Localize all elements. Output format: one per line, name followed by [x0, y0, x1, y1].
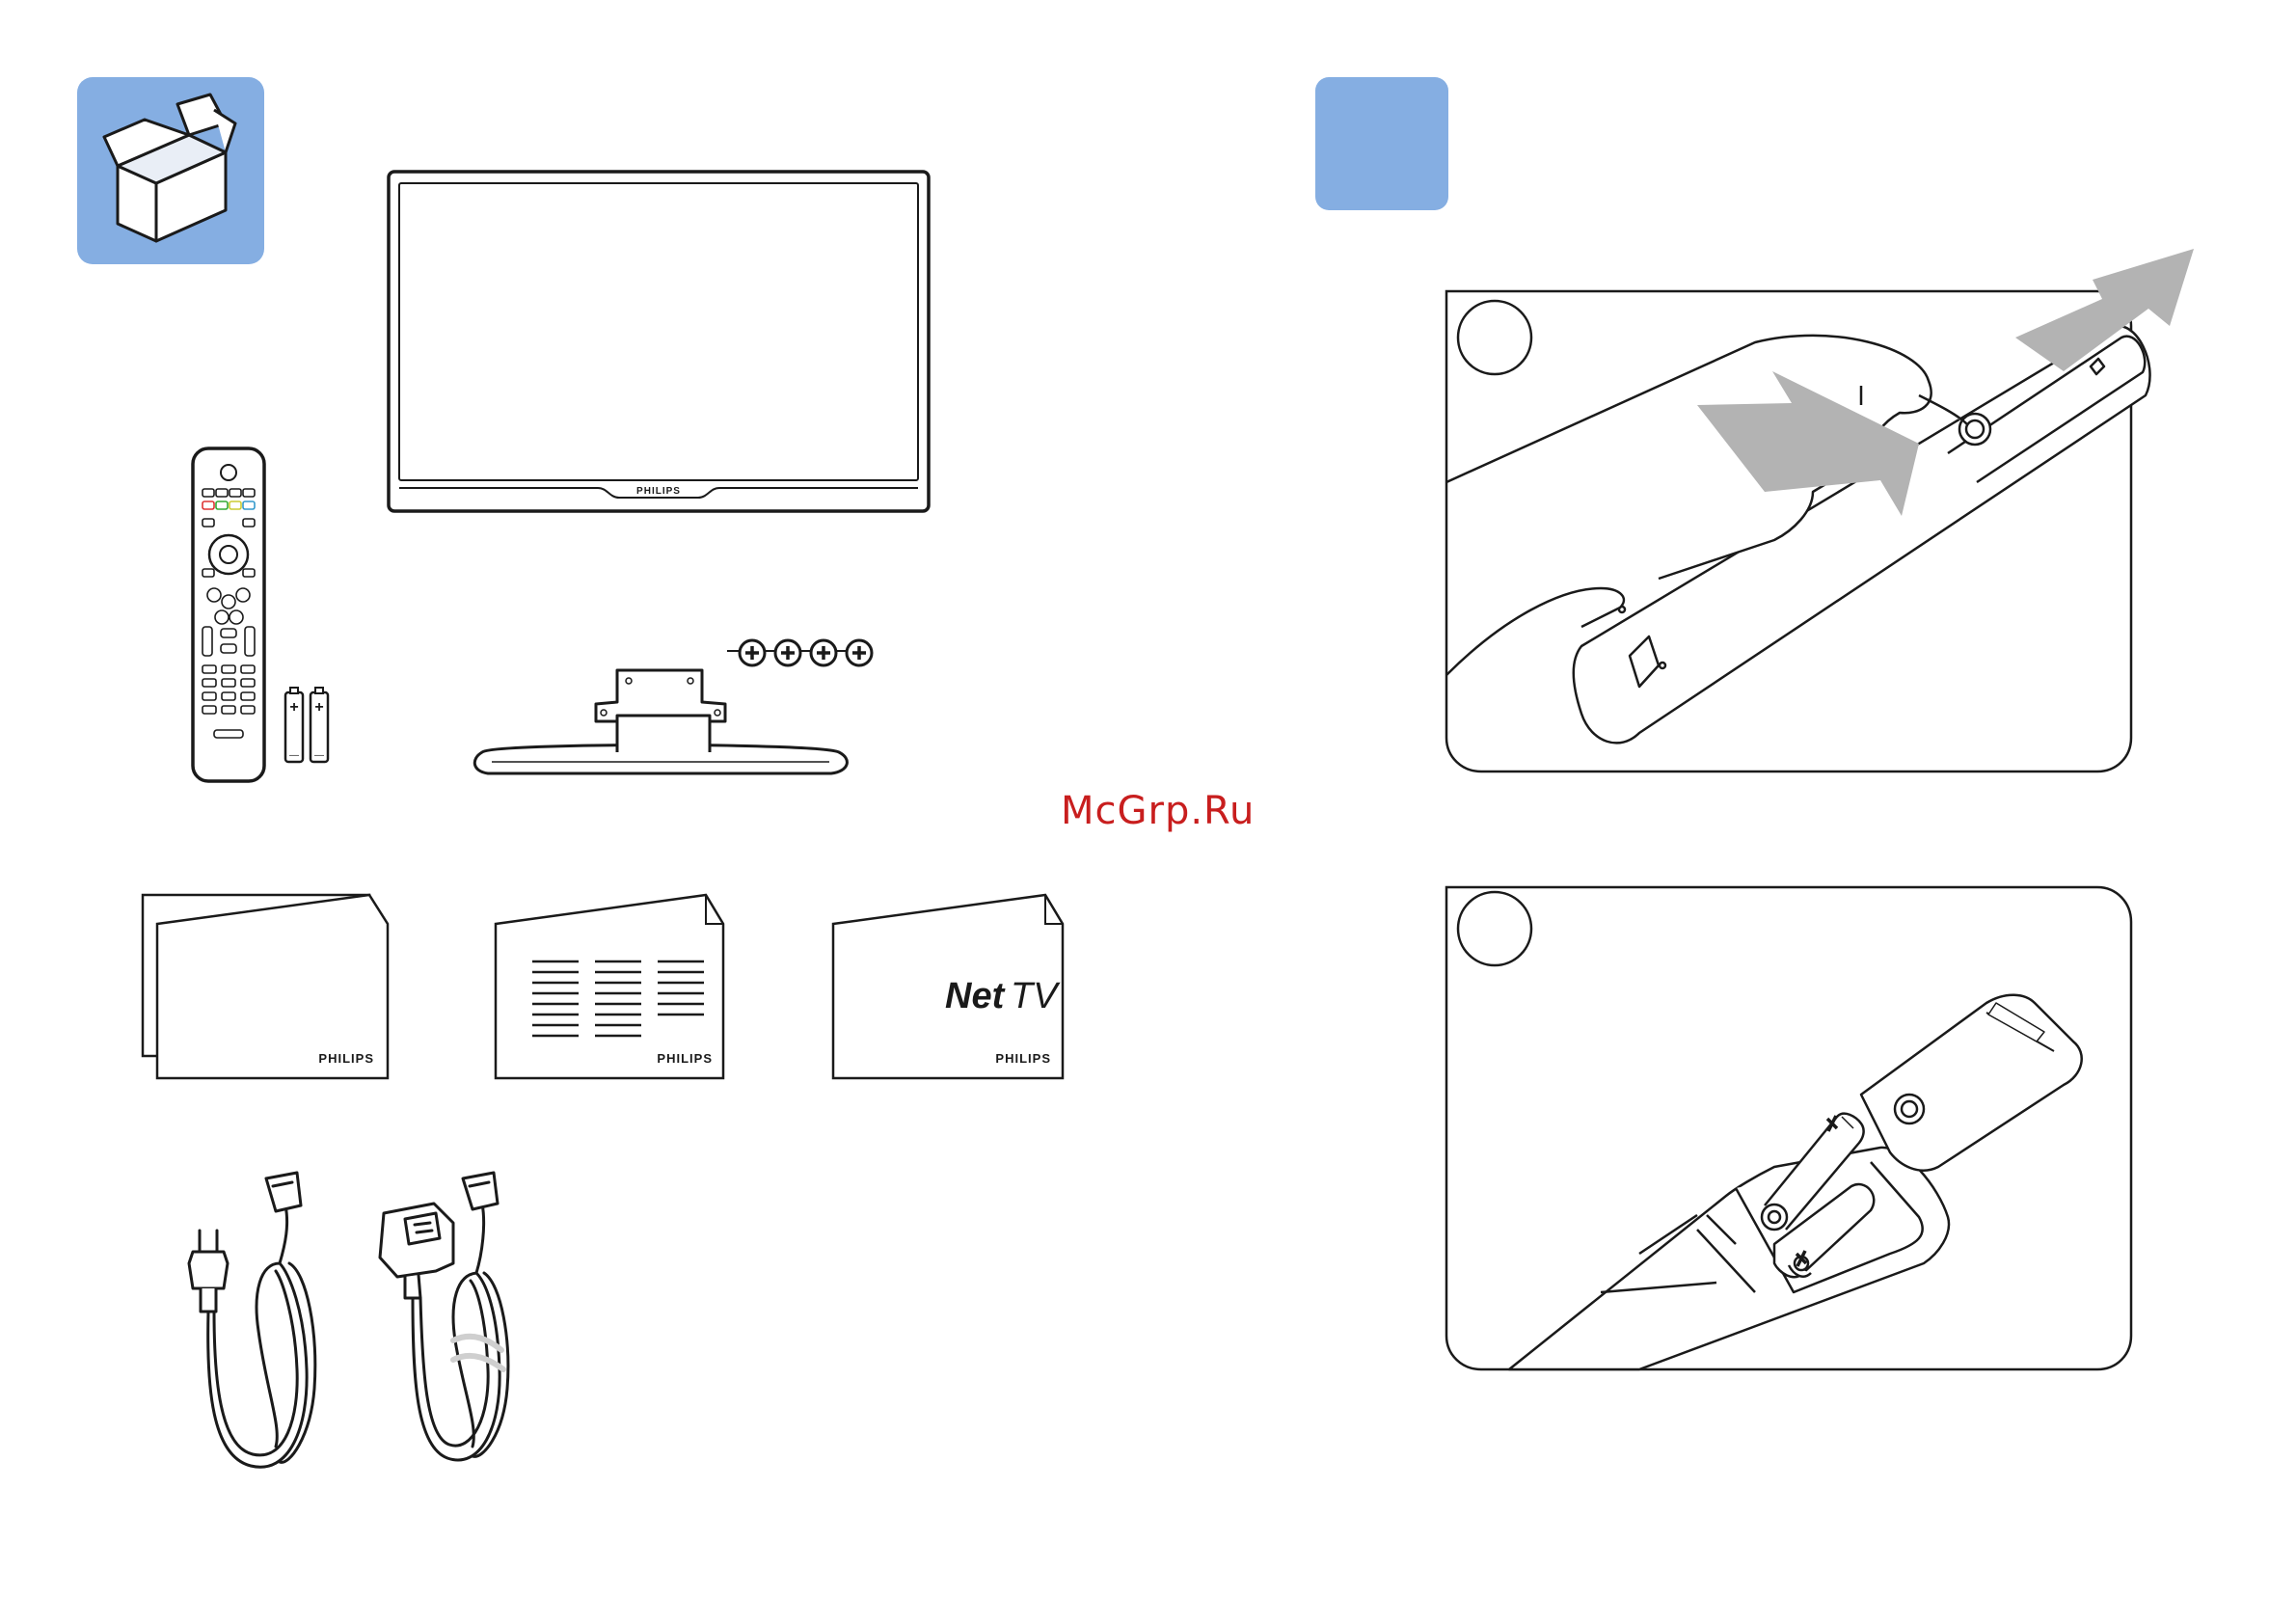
panel-insert-batteries: [1446, 887, 2131, 1369]
power-cord-eu-illustration: [189, 1173, 315, 1467]
watermark-text: McGrp.Ru: [1061, 789, 1255, 833]
booklet-manual: PHILIPS: [496, 895, 723, 1078]
tv-stand-illustration: [474, 670, 847, 773]
booklet-2-brand: PHILIPS: [657, 1051, 713, 1066]
nettv-logo-tv: TV: [1011, 976, 1061, 1016]
box-contents-badge: [77, 77, 264, 264]
battery-minus-2: —: [314, 750, 324, 761]
step-badge: [1315, 77, 1448, 210]
screws-illustration: [727, 640, 872, 665]
step-number-circle-1: [1458, 301, 1531, 374]
booklet-3-brand: PHILIPS: [995, 1051, 1051, 1066]
remote-control-illustration: [193, 448, 264, 781]
step-number-circle-2: [1458, 892, 1531, 965]
battery-plus-2: +: [314, 699, 323, 716]
tv-illustration: PHILIPS: [389, 172, 929, 511]
booklet-1-brand: PHILIPS: [318, 1051, 374, 1066]
batteries-illustration: + + — —: [285, 688, 328, 762]
battery-plus-1: +: [289, 699, 298, 716]
nettv-logo-net: Net: [945, 976, 1006, 1016]
panel-open-cover: [1446, 249, 2194, 771]
booklet-nettv: Net TV PHILIPS: [833, 895, 1063, 1078]
tv-brand-label: PHILIPS: [636, 486, 681, 497]
power-cord-uk-illustration: [380, 1173, 508, 1460]
battery-minus-1: —: [289, 750, 299, 761]
booklet-quick-start: PHILIPS: [143, 895, 388, 1078]
